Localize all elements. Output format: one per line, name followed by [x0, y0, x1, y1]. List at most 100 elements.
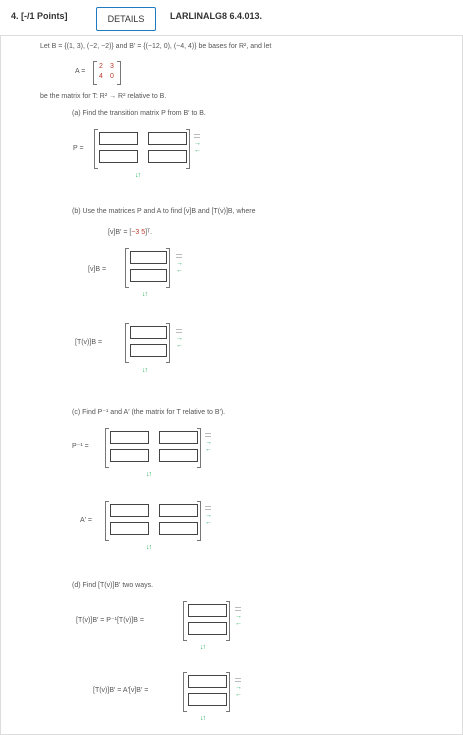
tvb-row-tools[interactable]: ↓↑ — [142, 367, 148, 374]
matrix-a-right-bracket — [117, 61, 121, 85]
way2-right-bracket — [226, 672, 230, 712]
grip-lines-icon — [235, 607, 241, 608]
grip-lines-icon — [194, 137, 200, 138]
grip-lines-icon — [205, 506, 211, 507]
grip-lines-icon — [205, 509, 211, 510]
aprime-right-bracket — [197, 501, 201, 541]
v-given-prefix: [v]B′ = [ — [108, 229, 132, 236]
tvb-column-tools: → ← — [176, 329, 183, 353]
p-cell-2-2[interactable] — [148, 150, 187, 163]
matrix-a-label: A = — [75, 68, 86, 75]
way1-row-tools[interactable]: ↓↑ — [200, 644, 206, 651]
way1-cell-1[interactable] — [188, 604, 227, 617]
pinv-cell-1-2[interactable] — [159, 431, 198, 444]
aprime-cell-2-2[interactable] — [159, 522, 198, 535]
vb-column-tools: → ← — [176, 254, 183, 278]
pinv-cell-1-1[interactable] — [110, 431, 149, 444]
v-given: [v]B′ = [−3 5]ᵀ. — [108, 229, 152, 236]
way2-row-tools[interactable]: ↓↑ — [200, 715, 206, 722]
part-a-prompt: (a) Find the transition matrix P from B′… — [72, 110, 206, 117]
problem-intro: Let B = {(1, 3), (−2, −2)} and B′ = {(−1… — [40, 43, 272, 50]
pinv-row-tools[interactable]: ↓↑ — [146, 471, 152, 478]
matrix-a-entry: 4 — [99, 73, 103, 80]
question-body — [0, 35, 463, 735]
way1-cell-2[interactable] — [188, 622, 227, 635]
aprime-left-bracket — [105, 501, 109, 541]
remove-column-icon[interactable]: ← — [176, 267, 183, 274]
part-b-prompt: (b) Use the matrices P and A to find [v]… — [72, 208, 256, 215]
pinv-label: P⁻¹ = — [72, 443, 89, 450]
add-column-icon[interactable]: → — [235, 684, 242, 691]
pinv-right-bracket — [197, 428, 201, 468]
part-d-prompt: (d) Find [T(v)]B′ two ways. — [72, 582, 154, 589]
remove-column-icon[interactable]: ← — [205, 519, 212, 526]
vb-right-bracket — [166, 248, 170, 288]
add-column-icon[interactable]: → — [235, 613, 242, 620]
vb-cell-2[interactable] — [130, 269, 167, 282]
details-button[interactable]: DETAILS — [96, 7, 156, 31]
tvb-cell-2[interactable] — [130, 344, 167, 357]
vb-left-bracket — [125, 248, 129, 288]
tvb-cell-1[interactable] — [130, 326, 167, 339]
remove-column-icon[interactable]: ← — [235, 691, 242, 698]
p-cell-1-2[interactable] — [148, 132, 187, 145]
p-cell-2-1[interactable] — [99, 150, 138, 163]
way1-column-tools: → ← — [235, 607, 242, 631]
add-column-icon[interactable]: → — [176, 260, 183, 267]
grip-lines-icon — [194, 134, 200, 135]
remove-column-icon[interactable]: ← — [205, 446, 212, 453]
aprime-cell-2-1[interactable] — [110, 522, 149, 535]
pinv-left-bracket — [105, 428, 109, 468]
matrix-a-entry: 2 — [99, 63, 103, 70]
question-number: 4. [-/1 Points] — [11, 11, 68, 21]
matrix-description: be the matrix for T: R² → R² relative to… — [40, 93, 167, 100]
grip-lines-icon — [235, 678, 241, 679]
aprime-cell-1-2[interactable] — [159, 504, 198, 517]
aprime-cell-1-1[interactable] — [110, 504, 149, 517]
remove-column-icon[interactable]: ← — [176, 342, 183, 349]
pinv-cell-2-2[interactable] — [159, 449, 198, 462]
add-column-icon[interactable]: → — [176, 335, 183, 342]
pinv-cell-2-1[interactable] — [110, 449, 149, 462]
tvb-left-bracket — [125, 323, 129, 363]
way2-column-tools: → ← — [235, 678, 242, 702]
matrix-a-left-bracket — [93, 61, 97, 85]
matrix-a-entry: 0 — [110, 73, 114, 80]
question-header: 4. [-/1 Points] DETAILS LARLINALG8 6.4.0… — [0, 0, 463, 36]
grip-lines-icon — [205, 436, 211, 437]
p-row-tools[interactable]: ↓↑ — [135, 172, 141, 179]
grip-lines-icon — [176, 332, 182, 333]
way2-left-bracket — [183, 672, 187, 712]
tvb-label: [T(v)]B = — [75, 339, 103, 346]
matrix-a-entry: 3 — [110, 63, 114, 70]
v-given-suffix: ]ᵀ. — [145, 229, 153, 236]
grip-lines-icon — [235, 610, 241, 611]
add-column-icon[interactable]: → — [194, 140, 201, 147]
vb-label: [v]B = — [88, 266, 107, 273]
problem-code: LARLINALG8 6.4.013. — [170, 11, 263, 21]
vb-row-tools[interactable]: ↓↑ — [142, 291, 148, 298]
aprime-row-tools[interactable]: ↓↑ — [146, 544, 152, 551]
way2-cell-1[interactable] — [188, 675, 227, 688]
p-column-tools: → ← — [194, 134, 201, 158]
p-cell-1-1[interactable] — [99, 132, 138, 145]
aprime-label: A′ = — [80, 517, 93, 524]
grip-lines-icon — [176, 257, 182, 258]
remove-column-icon[interactable]: ← — [235, 620, 242, 627]
aprime-column-tools: → ← — [205, 506, 212, 530]
v-given-values: −3 5 — [131, 229, 146, 236]
add-column-icon[interactable]: → — [205, 512, 212, 519]
vb-cell-1[interactable] — [130, 251, 167, 264]
way2-cell-2[interactable] — [188, 693, 227, 706]
way1-right-bracket — [226, 601, 230, 641]
add-column-icon[interactable]: → — [205, 439, 212, 446]
p-left-bracket — [94, 129, 98, 169]
p-label: P = — [73, 145, 84, 152]
way1-left-bracket — [183, 601, 187, 641]
part-c-prompt: (c) Find P⁻¹ and A′ (the matrix for T re… — [72, 409, 226, 416]
way2-label: [T(v)]B′ = A′[v]B′ = — [93, 687, 149, 694]
remove-column-icon[interactable]: ← — [194, 147, 201, 154]
way1-label: [T(v)]B′ = P⁻¹[T(v)]B = — [76, 617, 145, 624]
grip-lines-icon — [176, 329, 182, 330]
p-right-bracket — [186, 129, 190, 169]
